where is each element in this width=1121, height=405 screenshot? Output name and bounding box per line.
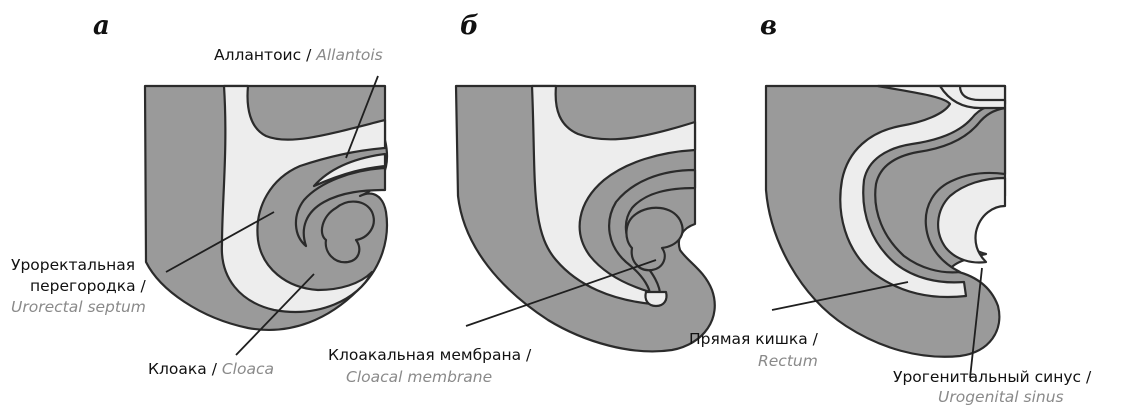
label-urorectal-septum: Уроректальная перегородка / Urorectal se…	[11, 256, 150, 316]
panel-b-cloacal-membrane-plug	[645, 292, 666, 306]
label-allantois: Аллантоис / Allantois	[214, 46, 383, 64]
label-cloacal-membrane: Клоакальная мембрана / Cloacal membrane	[328, 346, 535, 386]
label-rectum: Прямая кишка / Rectum	[689, 330, 822, 370]
label-urogenital-sinus: Урогенитальный синус / Urogenital sinus	[893, 368, 1095, 405]
panel-letter-c: в	[760, 11, 777, 41]
panel-b	[456, 86, 715, 351]
panel-letter-a: а	[93, 11, 110, 41]
panel-letter-b: б	[460, 11, 479, 41]
panel-c	[766, 86, 1005, 357]
panel-a	[145, 86, 387, 330]
label-cloaca: Клоака / Cloaca	[148, 360, 274, 378]
